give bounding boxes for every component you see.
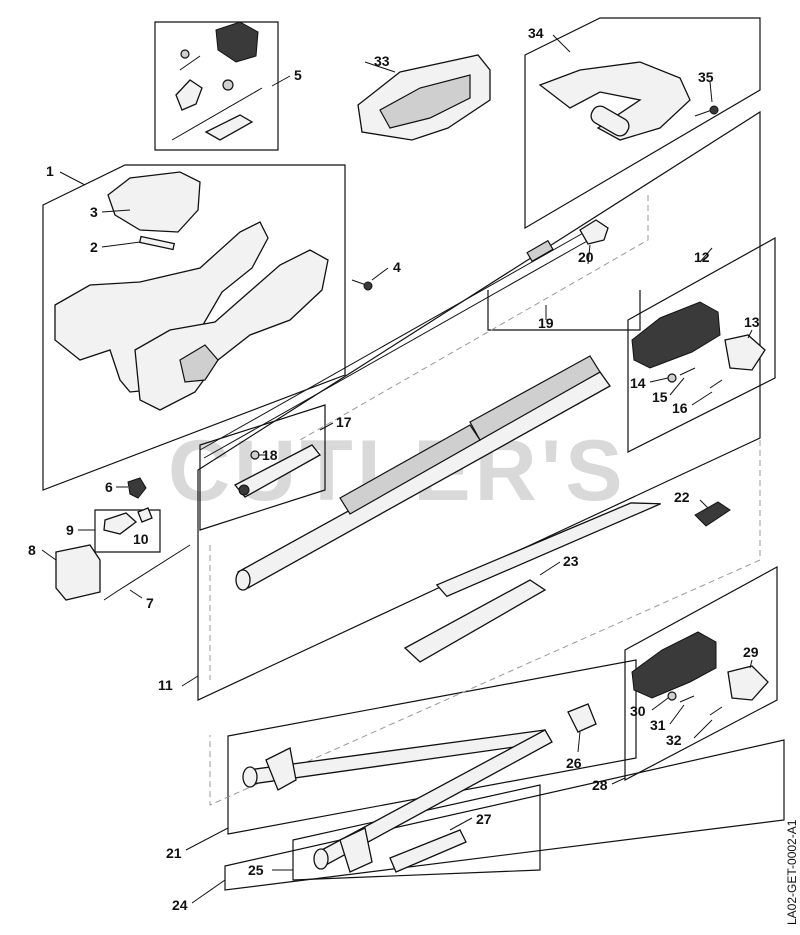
callout-20: 20 xyxy=(578,249,594,265)
reference-code: LA02-GET-0002-A1 xyxy=(785,819,799,925)
callout-9: 9 xyxy=(66,522,74,538)
callout-30: 30 xyxy=(630,703,646,719)
frame-shaft-24 xyxy=(224,739,785,891)
frame-switch-9 xyxy=(94,509,161,553)
part-9 xyxy=(103,512,138,535)
callout-6: 6 xyxy=(105,479,113,495)
callout-7: 7 xyxy=(146,595,154,611)
part-11-shaft xyxy=(235,355,661,598)
part-13-knob xyxy=(724,334,766,371)
frame-handle-34 xyxy=(524,17,761,230)
part-7-wire xyxy=(103,544,191,601)
kit-parts-5 xyxy=(171,21,263,141)
callout-16: 16 xyxy=(672,400,688,416)
part-35-screw xyxy=(709,105,719,115)
part-27-tube xyxy=(389,829,467,873)
part-34-handle xyxy=(538,61,691,141)
callout-8: 8 xyxy=(28,542,36,558)
part-12-coupling xyxy=(631,301,721,369)
part-30-nut xyxy=(667,691,677,701)
guide-line-lower xyxy=(209,440,761,806)
frame-shaft-25 xyxy=(292,784,541,881)
callout-2: 2 xyxy=(90,239,98,255)
callout-labels: 1 2 3 4 5 6 7 8 9 10 11 12 13 14 15 16 1… xyxy=(28,25,760,913)
frame-kit-5 xyxy=(154,21,279,151)
part-1-housing-left xyxy=(54,221,269,393)
part-18 xyxy=(250,450,260,460)
callout-24: 24 xyxy=(172,897,188,913)
callout-14: 14 xyxy=(630,375,646,391)
part-32-pin xyxy=(709,706,723,716)
callout-12: 12 xyxy=(694,249,710,265)
callout-34: 34 xyxy=(528,25,544,41)
callout-4: 4 xyxy=(393,259,401,275)
callout-17: 17 xyxy=(336,414,352,430)
part-20-connector xyxy=(579,219,609,245)
part-28-coupling xyxy=(631,631,717,699)
frame-shaft-11 xyxy=(197,110,761,701)
cable-19 xyxy=(199,231,586,451)
callout-10: 10 xyxy=(133,531,149,547)
part-22 xyxy=(694,501,731,527)
part-29-knob xyxy=(727,665,769,701)
frame-shaft-21 xyxy=(227,659,637,835)
frame-coupling-28 xyxy=(624,565,778,781)
part-16-pin xyxy=(709,379,723,389)
callout-29: 29 xyxy=(743,644,759,660)
callout-22: 22 xyxy=(674,489,690,505)
callout-26: 26 xyxy=(566,755,582,771)
part-15-screw xyxy=(679,367,696,376)
callout-27: 27 xyxy=(476,811,492,827)
part-10 xyxy=(137,507,153,523)
callout-5: 5 xyxy=(294,67,302,83)
part-23-grip xyxy=(403,579,547,663)
part-14-nut xyxy=(667,373,677,383)
part-26-connector xyxy=(567,703,597,733)
callout-33: 33 xyxy=(374,53,390,69)
part-31-screw xyxy=(679,695,695,703)
callout-25: 25 xyxy=(248,862,264,878)
part-33-slots xyxy=(379,74,471,129)
bracket-19 xyxy=(487,290,641,331)
callout-21: 21 xyxy=(166,845,182,861)
callout-23: 23 xyxy=(563,553,579,569)
callout-1: 1 xyxy=(46,163,54,179)
callout-13: 13 xyxy=(744,314,760,330)
part-8-battery-pack xyxy=(55,544,101,601)
callout-15: 15 xyxy=(652,389,668,405)
callout-3: 3 xyxy=(90,204,98,220)
callout-28: 28 xyxy=(592,777,608,793)
callout-11: 11 xyxy=(158,677,173,693)
leader-lines xyxy=(41,34,753,904)
part-4-screw xyxy=(363,281,373,291)
guide-line-upper xyxy=(299,195,649,441)
part-6 xyxy=(127,477,147,499)
part-3-cover xyxy=(107,171,201,233)
part-2-clip xyxy=(138,235,176,251)
frame-coupling-12 xyxy=(627,236,776,453)
callout-31: 31 xyxy=(650,717,666,733)
callout-18: 18 xyxy=(262,447,278,463)
callout-35: 35 xyxy=(698,69,714,85)
callout-19: 19 xyxy=(538,315,554,331)
frame-assembly-17 xyxy=(199,404,326,531)
callout-32: 32 xyxy=(666,732,682,748)
frame-housing-1 xyxy=(42,164,346,491)
